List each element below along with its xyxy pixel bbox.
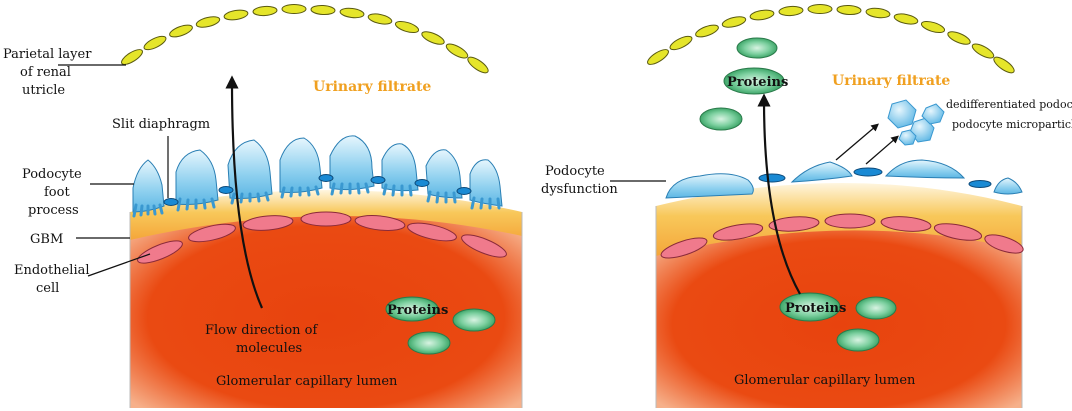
slit-diaphragm bbox=[318, 174, 334, 182]
protein-blob bbox=[452, 308, 496, 332]
endothelial-cell bbox=[768, 216, 820, 232]
endothelial-cell bbox=[354, 215, 406, 231]
endothelial-label-line1: Endothelial bbox=[14, 263, 90, 278]
flow-arrow-right bbox=[757, 93, 801, 295]
endothelial-cell bbox=[933, 223, 983, 241]
podocyte-cell bbox=[665, 173, 754, 199]
podocyte-cell bbox=[469, 159, 503, 207]
gbm-label: GBM bbox=[30, 232, 63, 247]
slit-diaphragm bbox=[968, 180, 992, 188]
endothelial-cell bbox=[461, 234, 507, 258]
protein-blob bbox=[736, 37, 778, 59]
parietal-label-line3: utricle bbox=[22, 83, 65, 98]
microparticle-hex bbox=[898, 129, 917, 146]
slit-diaphragms-left bbox=[163, 174, 472, 206]
podocyte-cell bbox=[993, 177, 1023, 195]
parietal-label-line2: of renal bbox=[20, 65, 71, 80]
slit-diaphragm bbox=[163, 198, 179, 206]
microparticle-hex bbox=[887, 99, 917, 129]
foot-processes-left bbox=[132, 182, 501, 218]
slit-diaphragm bbox=[758, 173, 786, 183]
podocyte-label-line1: Podocyte bbox=[22, 167, 82, 182]
flow-arrow-left bbox=[225, 75, 264, 309]
flow-label-line2: molecules bbox=[236, 341, 302, 356]
urinary-filtrate-left: Urinary filtrate bbox=[313, 79, 431, 95]
endothelial-cell bbox=[300, 211, 352, 227]
podocyte-cell bbox=[884, 159, 966, 179]
endothelial-cell bbox=[660, 237, 708, 259]
slit-diaphragm bbox=[370, 176, 386, 184]
endothelial-cell bbox=[712, 223, 764, 241]
slit-diaphragms-right bbox=[758, 167, 992, 188]
lumen-label-left: Glomerular capillary lumen bbox=[216, 374, 398, 389]
endothelial-label-line2: cell bbox=[36, 281, 59, 296]
slit-diaphragm-label: Slit diaphragm bbox=[112, 117, 210, 132]
podocyte-cell bbox=[175, 149, 219, 205]
protein-blob bbox=[699, 107, 743, 131]
podocyte-cell bbox=[279, 137, 323, 193]
endothelial-cell bbox=[137, 240, 183, 264]
endothelial-cell bbox=[824, 213, 876, 229]
slit-diaphragm bbox=[456, 187, 472, 195]
leader-lines-left bbox=[58, 64, 169, 277]
flattened-podocytes-right bbox=[665, 159, 1023, 199]
slit-diaphragm bbox=[853, 167, 883, 177]
endothelial-cell bbox=[880, 216, 932, 232]
podocyte-cell bbox=[381, 143, 419, 192]
protein-blob bbox=[836, 328, 880, 352]
protein-blob bbox=[407, 331, 451, 355]
endothelial-cell bbox=[407, 222, 457, 242]
lumen-left bbox=[130, 206, 522, 408]
microparticle-hex bbox=[921, 103, 945, 125]
dysfunction-label-line2: dysfunction bbox=[541, 182, 618, 197]
podocyte-label-line2: foot bbox=[44, 185, 70, 200]
podocyte-cell bbox=[132, 159, 165, 213]
proteins-right bbox=[699, 37, 897, 352]
proteins-label-right-top: Proteins bbox=[727, 75, 788, 90]
endothelial-cell bbox=[984, 234, 1024, 254]
protein-blob bbox=[855, 296, 897, 320]
flow-label-line1: Flow direction of bbox=[205, 323, 318, 338]
protein-blob bbox=[779, 292, 841, 322]
podocyte-label-line3: process bbox=[28, 203, 79, 218]
podocyte-cell bbox=[227, 139, 273, 199]
right-panel: Podocyte dysfunction Urinary filtrate Pr… bbox=[541, 4, 1072, 408]
parietal-label-line1: Parietal layer bbox=[3, 47, 92, 62]
parietal-layer-left bbox=[121, 4, 489, 74]
slit-diaphragm bbox=[218, 186, 234, 194]
dediff-label-line2: podocyte microparticles bbox=[952, 118, 1072, 131]
endothelial-cell bbox=[188, 223, 236, 243]
endothelial-cell bbox=[242, 215, 294, 231]
urinary-filtrate-right: Urinary filtrate bbox=[832, 73, 950, 89]
dediff-label-line1: dedifferentiated podocytes bbox=[946, 98, 1072, 111]
podocyte-cell bbox=[790, 161, 853, 183]
parietal-layer-right bbox=[647, 4, 1015, 74]
podocyte-cell bbox=[329, 135, 375, 191]
endothelial-cells-right bbox=[660, 213, 1024, 259]
left-panel: Parietal layer of renal utricle Urinary … bbox=[3, 4, 523, 408]
proteins-label-left: Proteins bbox=[387, 303, 448, 318]
lumen-label-right: Glomerular capillary lumen bbox=[734, 373, 916, 388]
endothelial-cells-left bbox=[137, 211, 507, 264]
microparticle-arrows bbox=[835, 123, 899, 165]
lumen-right bbox=[656, 222, 1022, 408]
proteins-left bbox=[385, 296, 496, 355]
dysfunction-label-line1: Podocyte bbox=[545, 164, 605, 179]
protein-blob bbox=[385, 296, 439, 322]
microparticles bbox=[887, 99, 945, 146]
proteins-label-right-bottom: Proteins bbox=[785, 301, 846, 316]
slit-diaphragm bbox=[414, 179, 430, 187]
protein-blob bbox=[723, 67, 785, 95]
